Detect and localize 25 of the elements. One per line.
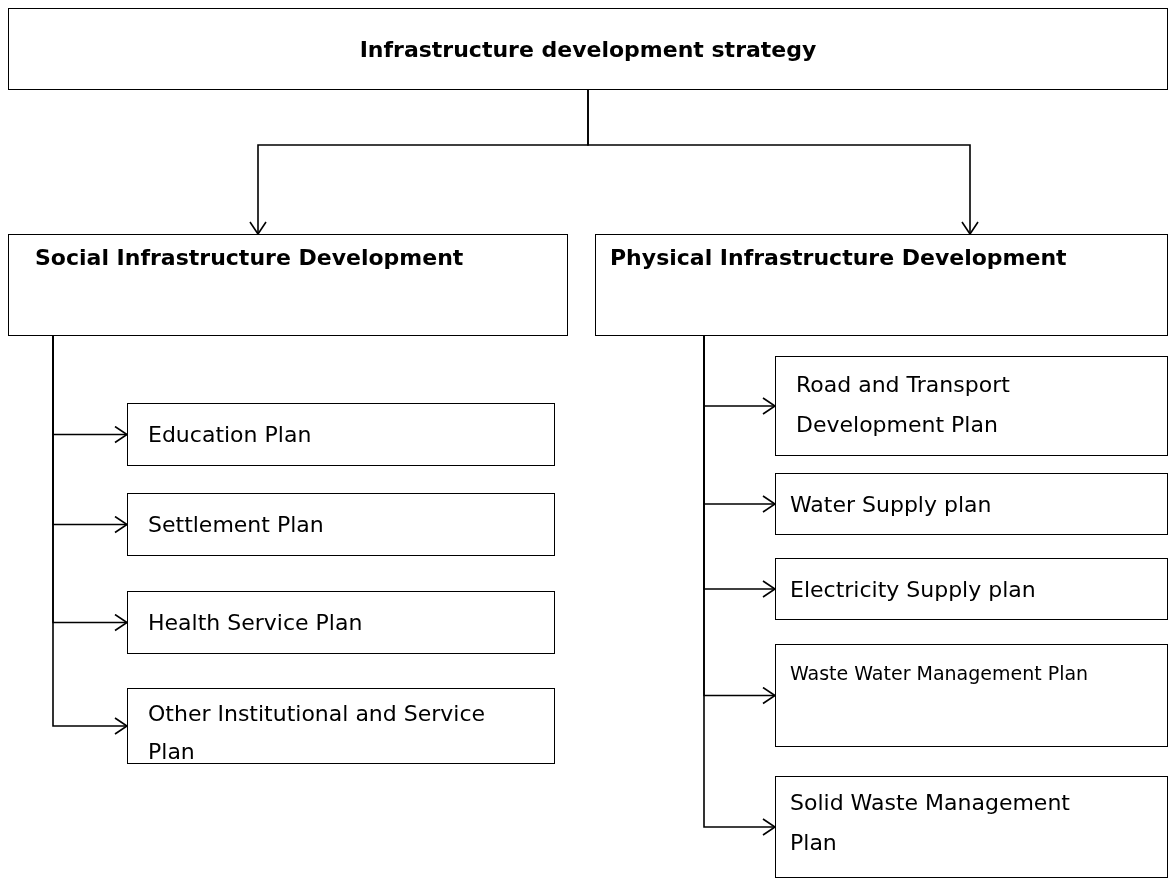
box-label: Education Plan (148, 421, 312, 449)
box-label: Road and Transport Development Plan (796, 371, 1011, 439)
process-box (595, 234, 1168, 336)
process-box (775, 473, 1168, 535)
process-box (127, 591, 555, 654)
box-label: Electricity Supply plan (790, 575, 1036, 604)
process-box (775, 776, 1168, 878)
box-label: Physical Infrastructure Development (610, 244, 1067, 272)
box-label: Waste Water Management Plan (790, 661, 1089, 686)
box-label: Solid Waste Management Plan (790, 789, 1071, 857)
process-box (127, 688, 555, 764)
process-box (8, 234, 568, 336)
process-box (775, 356, 1168, 456)
process-box (775, 644, 1168, 747)
process-box (775, 558, 1168, 620)
process-box (127, 403, 555, 466)
box-label: Water Supply plan (790, 490, 992, 519)
process-box (8, 8, 1168, 90)
process-box (127, 493, 555, 556)
box-label: Infrastructure development strategy (359, 35, 817, 64)
arrow (587, 89, 979, 235)
box-label: Settlement Plan (148, 511, 324, 539)
box-label: Health Service Plan (148, 609, 363, 637)
box-label: Other Institutional and Service Plan (148, 700, 487, 766)
box-label: Social Infrastructure Development (35, 244, 464, 272)
